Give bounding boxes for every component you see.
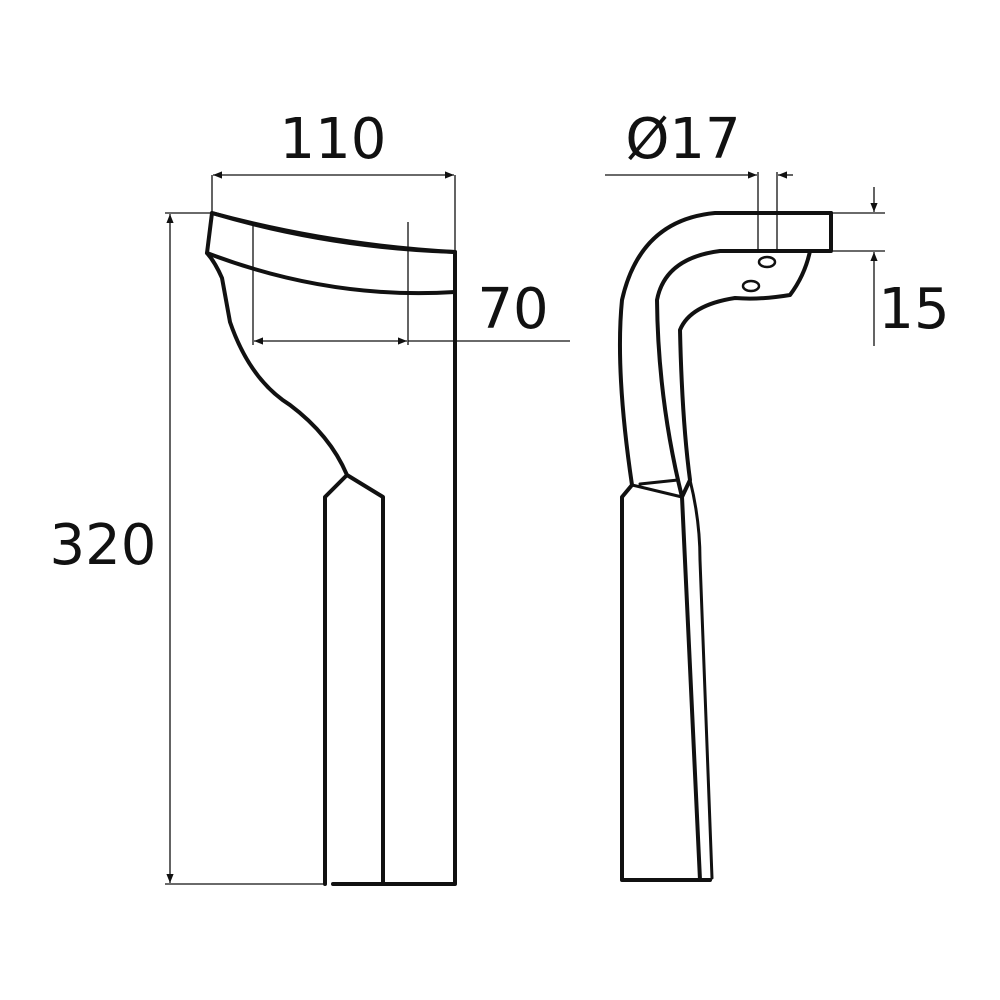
side-view-inner-line xyxy=(688,478,714,880)
side-view-hole-upper xyxy=(757,255,777,269)
dimension-label-110: 110 xyxy=(280,107,387,172)
dimension-label-diameter-17: Ø17 xyxy=(625,107,740,172)
dimension-15: 15 xyxy=(833,187,950,346)
side-view-outer-edge xyxy=(617,211,833,882)
side-view-inner-edge xyxy=(678,211,833,882)
side-view-hole-lower xyxy=(741,279,761,293)
front-view-upper-edge xyxy=(210,211,457,254)
dimension-label-15: 15 xyxy=(878,277,949,342)
dimension-label-320: 320 xyxy=(50,513,157,578)
dimension-110: 110 xyxy=(211,107,456,250)
dimension-70: 70 xyxy=(252,222,570,345)
dimension-diameter-17: Ø17 xyxy=(605,107,793,252)
side-view-back-edge xyxy=(655,249,812,499)
front-view-outline xyxy=(205,211,457,886)
side-view-bevel xyxy=(630,478,684,499)
front-view xyxy=(205,211,457,886)
dimension-label-70: 70 xyxy=(477,277,548,342)
side-view xyxy=(617,211,833,882)
dimension-320: 320 xyxy=(50,212,325,885)
front-view-top-edge xyxy=(205,251,457,296)
